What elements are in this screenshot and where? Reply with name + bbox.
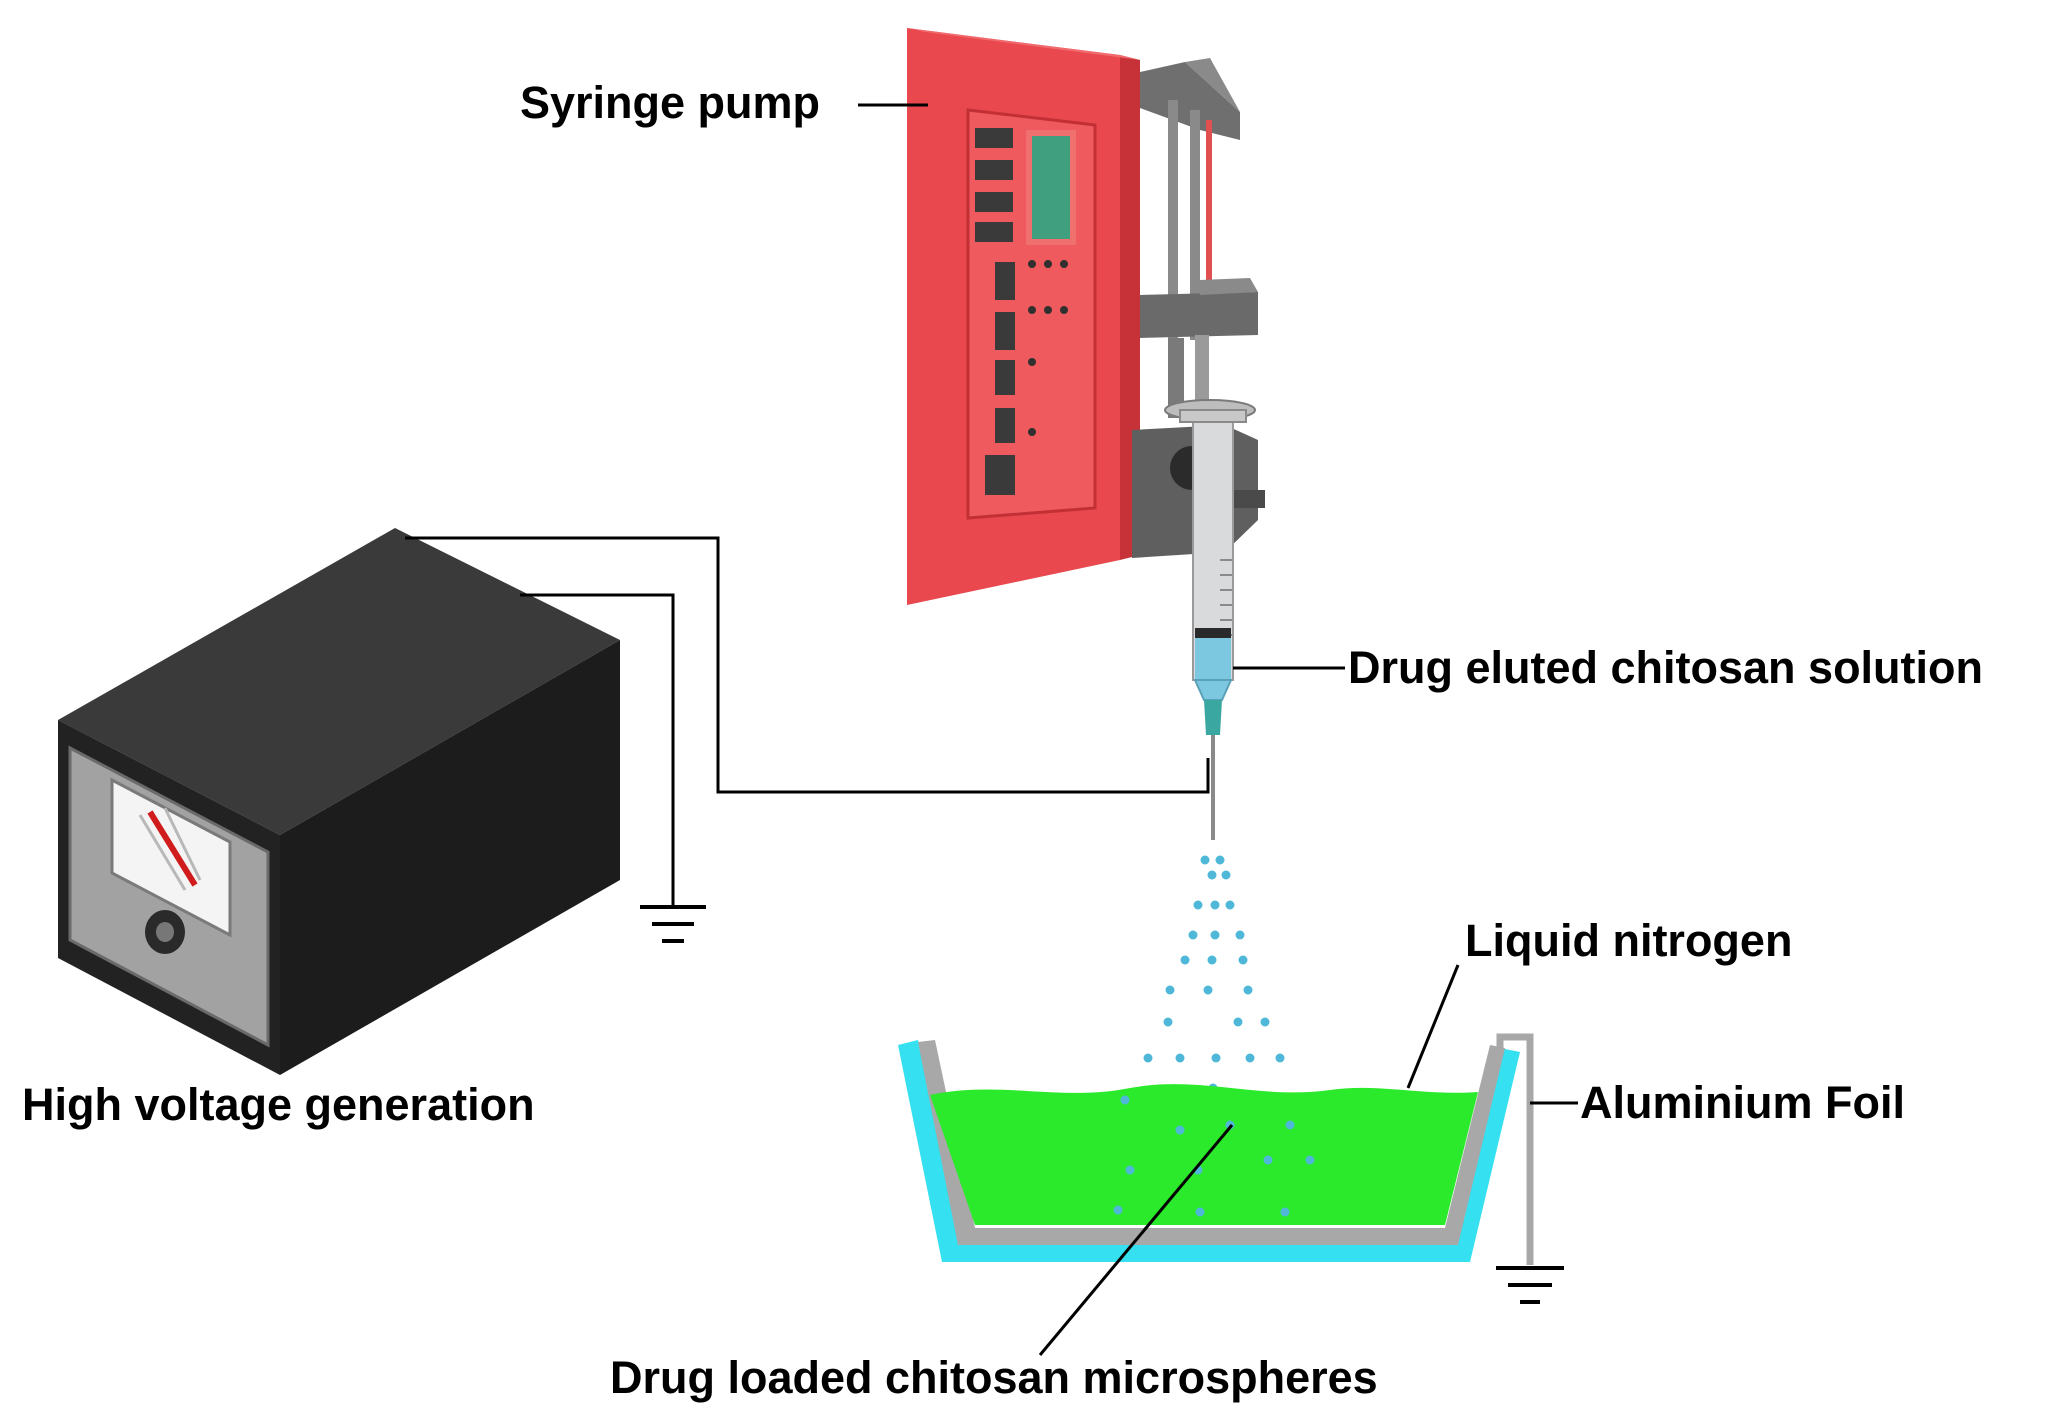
wires [405,536,1210,905]
label-microspheres: Drug loaded chitosan microspheres [610,1352,1378,1403]
dish [898,1040,1520,1262]
label-syringe-pump: Syringe pump [520,77,821,128]
syringe [1179,409,1247,840]
ground-icon-right [1496,1266,1564,1304]
liquid-nitrogen [930,1084,1478,1225]
ground-icon [640,905,706,943]
foil-lead [1496,1033,1534,1265]
pump-buttons [975,128,1015,495]
high-voltage-generator [58,528,620,1075]
leader-microspheres [1038,1124,1234,1356]
knob-icon [145,910,185,954]
drug-solution [1193,638,1233,701]
label-liquid-nitrogen: Liquid nitrogen [1465,915,1793,966]
leader-liquid-nitrogen [1406,964,1460,1089]
label-high-voltage: High voltage generation [22,1079,535,1130]
voltage-meter-icon [110,777,232,938]
label-aluminium-foil: Aluminium Foil [1580,1077,1905,1128]
pump-display [1026,130,1076,245]
droplets [1138,855,1285,1100]
label-drug-solution: Drug eluted chitosan solution [1348,642,1984,693]
